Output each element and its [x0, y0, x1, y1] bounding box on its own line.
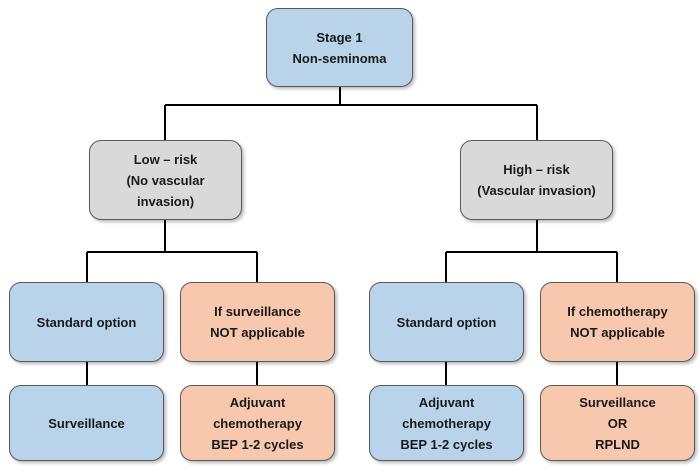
surveillance-node: Surveillance: [9, 385, 164, 461]
node-text-line: (No vascular: [126, 172, 205, 188]
node-text-line: Stage 1: [316, 29, 363, 45]
node-text-line: Surveillance: [48, 415, 125, 431]
node-text-line: If chemotherapy: [567, 304, 668, 319]
node-text-line: chemotherapy: [213, 415, 302, 431]
node-text-line: BEP 1-2 cycles: [211, 436, 304, 452]
node-text-line: Non-seminoma: [292, 50, 387, 66]
high-risk-standard-option-node: Standard option: [369, 282, 524, 362]
adjuvant-chemotherapy-node: Adjuvant chemotherapy BEP 1-2 cycles: [180, 385, 335, 461]
high-risk-node: High – risk (Vascular invasion): [460, 140, 613, 220]
low-risk-node: Low – risk (No vascular invasion): [89, 140, 242, 220]
high-risk-alternative-node: If chemotherapy NOT applicable: [540, 282, 695, 362]
node-text-line: NOT applicable: [210, 325, 305, 340]
low-risk-alternative-node: If surveillance NOT applicable: [180, 282, 335, 362]
node-text-line: (Vascular invasion): [477, 183, 596, 198]
node-text-line: NOT applicable: [570, 325, 665, 340]
node-text-line: High – risk: [503, 162, 570, 177]
node-text-line: Adjuvant: [229, 394, 286, 410]
node-text-line: If surveillance: [214, 304, 301, 319]
node-text-line: Adjuvant: [418, 394, 475, 410]
adjuvant-chemotherapy-node: Adjuvant chemotherapy BEP 1-2 cycles: [369, 385, 524, 461]
node-text-line: RPLND: [595, 436, 640, 452]
low-risk-standard-option-node: Standard option: [9, 282, 164, 362]
stage-node: Stage 1 Non-seminoma: [266, 8, 413, 87]
node-text-line: Standard option: [396, 314, 497, 330]
node-text-line: invasion): [136, 193, 195, 209]
node-text-line: Surveillance: [579, 394, 656, 410]
surveillance-or-rplnd-node: Surveillance OR RPLND: [540, 385, 695, 461]
node-text-line: BEP 1-2 cycles: [400, 436, 493, 452]
node-text-line: chemotherapy: [402, 415, 491, 431]
node-text-line: OR: [607, 415, 628, 431]
node-text-line: Low – risk: [133, 151, 198, 167]
node-text-line: Standard option: [36, 314, 137, 330]
